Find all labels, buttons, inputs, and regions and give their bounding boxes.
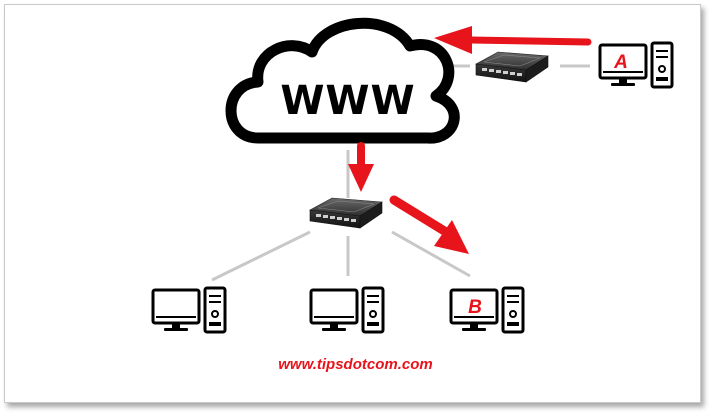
line-switch-to-pc-left bbox=[211, 230, 311, 282]
cloud-icon: WWW bbox=[225, 17, 460, 144]
line-switch-to-pc-b bbox=[391, 230, 471, 278]
desktop-computer-icon bbox=[151, 286, 227, 334]
desktop-computer-icon: A bbox=[598, 41, 674, 89]
arrow-icon bbox=[434, 26, 592, 54]
cloud-label: WWW bbox=[280, 78, 415, 124]
network-switch-icon bbox=[475, 51, 549, 83]
arrow-icon bbox=[348, 142, 374, 192]
pc-a-label: A bbox=[613, 52, 628, 73]
desktop-computer-icon bbox=[309, 286, 385, 334]
pc-b-label: B bbox=[468, 297, 482, 318]
arrow-icon bbox=[389, 195, 469, 254]
network-switch-icon bbox=[309, 197, 383, 229]
desktop-computer-icon: B bbox=[449, 286, 525, 334]
footer-url: www.tipsdotcom.com bbox=[278, 356, 433, 373]
